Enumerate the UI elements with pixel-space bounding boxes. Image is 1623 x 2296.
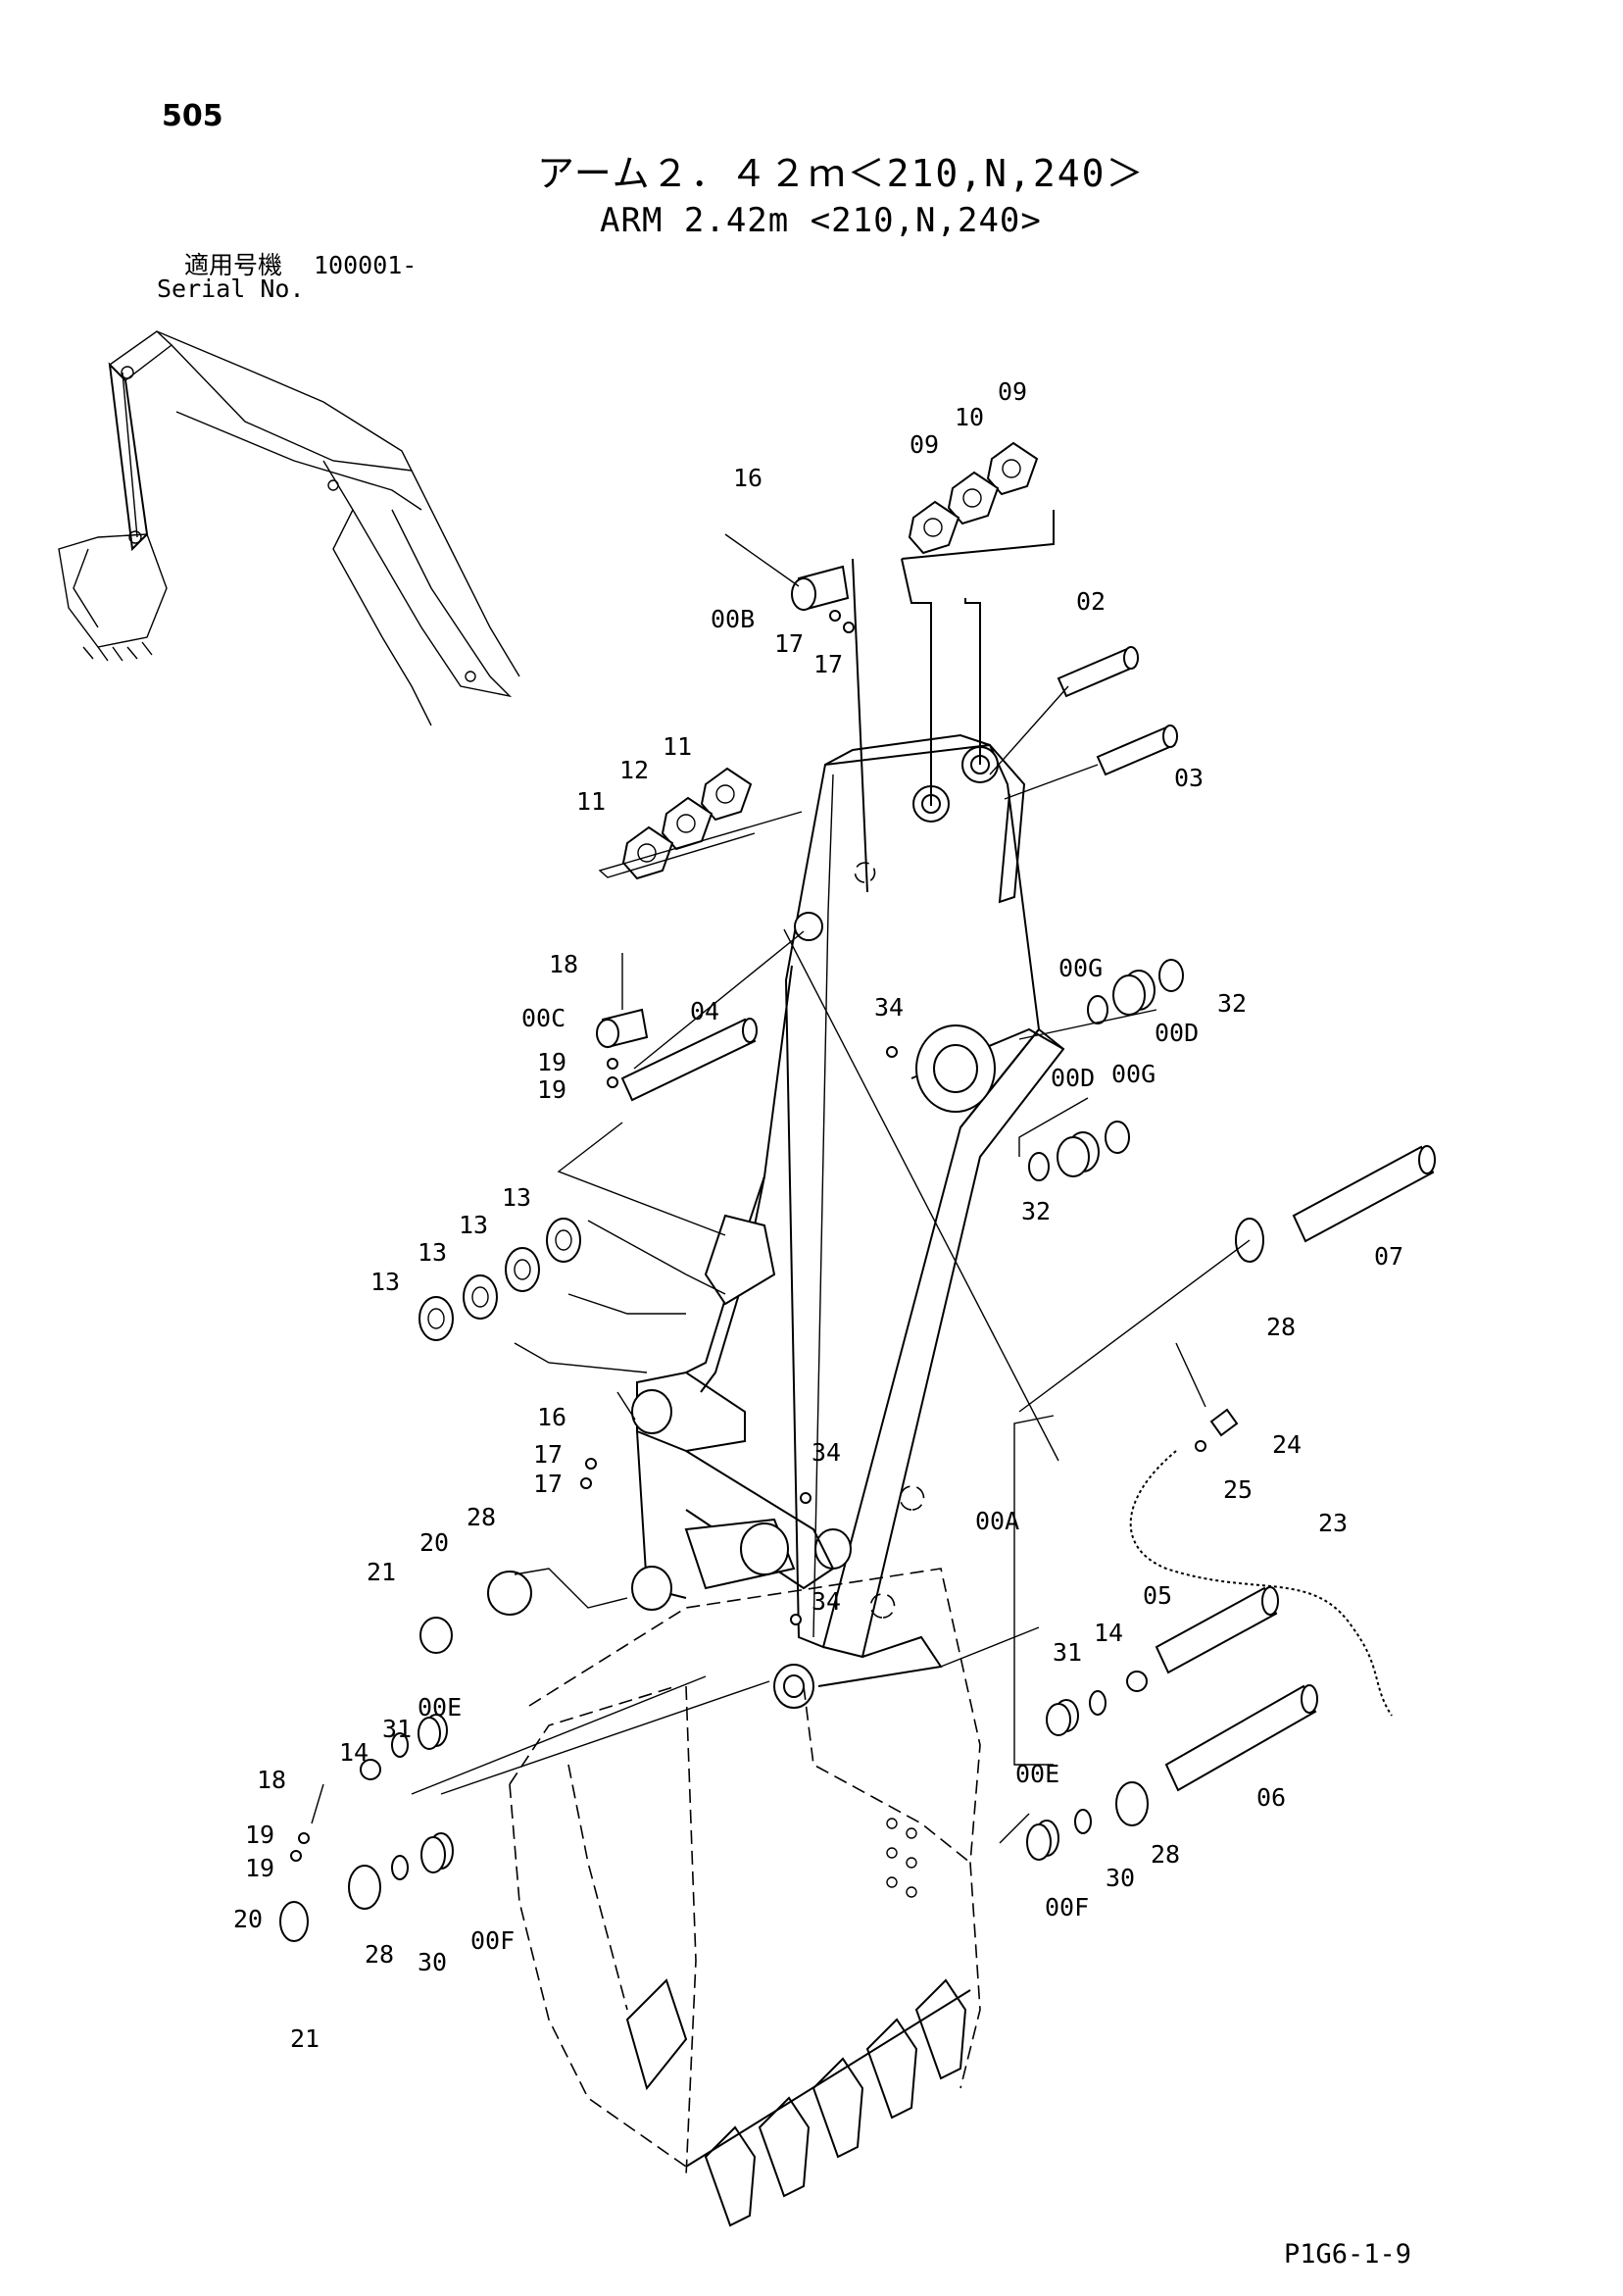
callout-34: 34	[874, 993, 904, 1022]
callout-19: 19	[245, 1854, 274, 1882]
callout-00b: 00B	[711, 605, 755, 633]
serial-label-english: Serial No.	[157, 275, 305, 303]
callout-21: 21	[367, 1558, 396, 1586]
callout-10: 10	[955, 403, 984, 431]
shims-09-10	[908, 441, 1039, 555]
callout-14: 14	[1094, 1619, 1123, 1647]
callout-14: 14	[339, 1738, 369, 1767]
bucket-link-assembly	[509, 965, 981, 2227]
callout-31: 31	[1053, 1638, 1082, 1667]
callout-13: 13	[459, 1211, 488, 1239]
callout-30: 30	[1106, 1864, 1135, 1892]
callout-13: 13	[370, 1268, 400, 1296]
callout-25: 25	[1223, 1475, 1253, 1504]
excavator-thumbnail-icon	[58, 330, 520, 726]
arm-body	[773, 733, 1065, 1709]
callout-31: 31	[382, 1715, 412, 1743]
callout-21: 21	[290, 2024, 320, 2053]
callout-05: 05	[1143, 1581, 1172, 1610]
callout-19: 19	[245, 1821, 274, 1849]
callout-20: 20	[233, 1905, 263, 1933]
page-title-japanese: アーム２．４２ｍ＜210,N,240＞	[537, 152, 1146, 195]
callout-00e: 00E	[1015, 1760, 1059, 1788]
pin-03	[1096, 724, 1178, 776]
callout-00a: 00A	[975, 1507, 1019, 1535]
pin-07	[1292, 1145, 1436, 1243]
callout-30: 30	[418, 1948, 447, 1976]
callout-19: 19	[537, 1075, 566, 1104]
callout-28: 28	[365, 1940, 394, 1969]
pin-04	[620, 1018, 758, 1102]
page-number: 505	[162, 99, 223, 133]
callout-02: 02	[1076, 587, 1106, 616]
bushings-00d-00g-32	[1028, 959, 1264, 1263]
callout-34: 34	[812, 1587, 841, 1616]
pin-02	[1057, 646, 1139, 698]
callout-23: 23	[1318, 1509, 1348, 1537]
callout-00d: 00D	[1155, 1019, 1199, 1047]
bushings-lower	[279, 1571, 1149, 1942]
drawing-code: P1G6-1-9	[1284, 2239, 1412, 2270]
callout-20: 20	[419, 1528, 449, 1557]
callout-17: 17	[533, 1440, 563, 1469]
callout-00f: 00F	[470, 1926, 515, 1955]
callout-16: 16	[537, 1403, 566, 1431]
serial-label-japanese: 適用号機	[184, 251, 283, 279]
callout-06: 06	[1256, 1783, 1286, 1812]
callout-11: 11	[576, 787, 606, 816]
callout-13: 13	[502, 1183, 531, 1212]
callout-07: 07	[1374, 1242, 1403, 1271]
callout-09: 09	[998, 377, 1027, 406]
callout-24: 24	[1272, 1430, 1302, 1459]
hose-23	[1129, 1408, 1393, 1717]
callout-32: 32	[1021, 1197, 1051, 1225]
callout-00d: 00D	[1051, 1064, 1095, 1092]
pin-06	[1164, 1684, 1318, 1792]
leader-lines	[411, 510, 1251, 1844]
callout-11: 11	[663, 732, 692, 761]
callout-12: 12	[619, 756, 649, 784]
callout-00c: 00C	[521, 1004, 566, 1032]
callout-00e: 00E	[418, 1693, 462, 1722]
callout-17: 17	[774, 629, 804, 658]
callout-04: 04	[690, 997, 719, 1025]
callout-13: 13	[418, 1238, 447, 1267]
collars-bolts	[290, 533, 898, 1862]
serial-number: 100001-	[314, 251, 418, 279]
callout-00f: 00F	[1045, 1893, 1089, 1922]
callout-28: 28	[467, 1503, 496, 1531]
callout-28: 28	[1151, 1840, 1180, 1869]
callout-18: 18	[257, 1766, 286, 1794]
callout-34: 34	[812, 1438, 841, 1467]
callout-17: 17	[813, 650, 843, 678]
callout-18: 18	[549, 950, 578, 978]
callout-16: 16	[733, 464, 762, 492]
callout-28: 28	[1266, 1313, 1296, 1341]
callout-labels: 16 00B 17 17 09 10 09 02 03 11 12 11 18 …	[233, 377, 1403, 2053]
callout-19: 19	[537, 1048, 566, 1076]
shims-13	[418, 1218, 581, 1341]
callout-03: 03	[1174, 764, 1204, 792]
shims-11-12	[621, 767, 753, 880]
pin-05	[1155, 1586, 1279, 1674]
callout-09: 09	[910, 430, 939, 459]
callout-17: 17	[533, 1470, 563, 1498]
page-title-english: ARM 2.42m <210,N,240>	[600, 201, 1042, 240]
callout-00g: 00G	[1111, 1060, 1156, 1088]
callout-00g: 00G	[1058, 954, 1103, 982]
callout-32: 32	[1217, 989, 1247, 1018]
